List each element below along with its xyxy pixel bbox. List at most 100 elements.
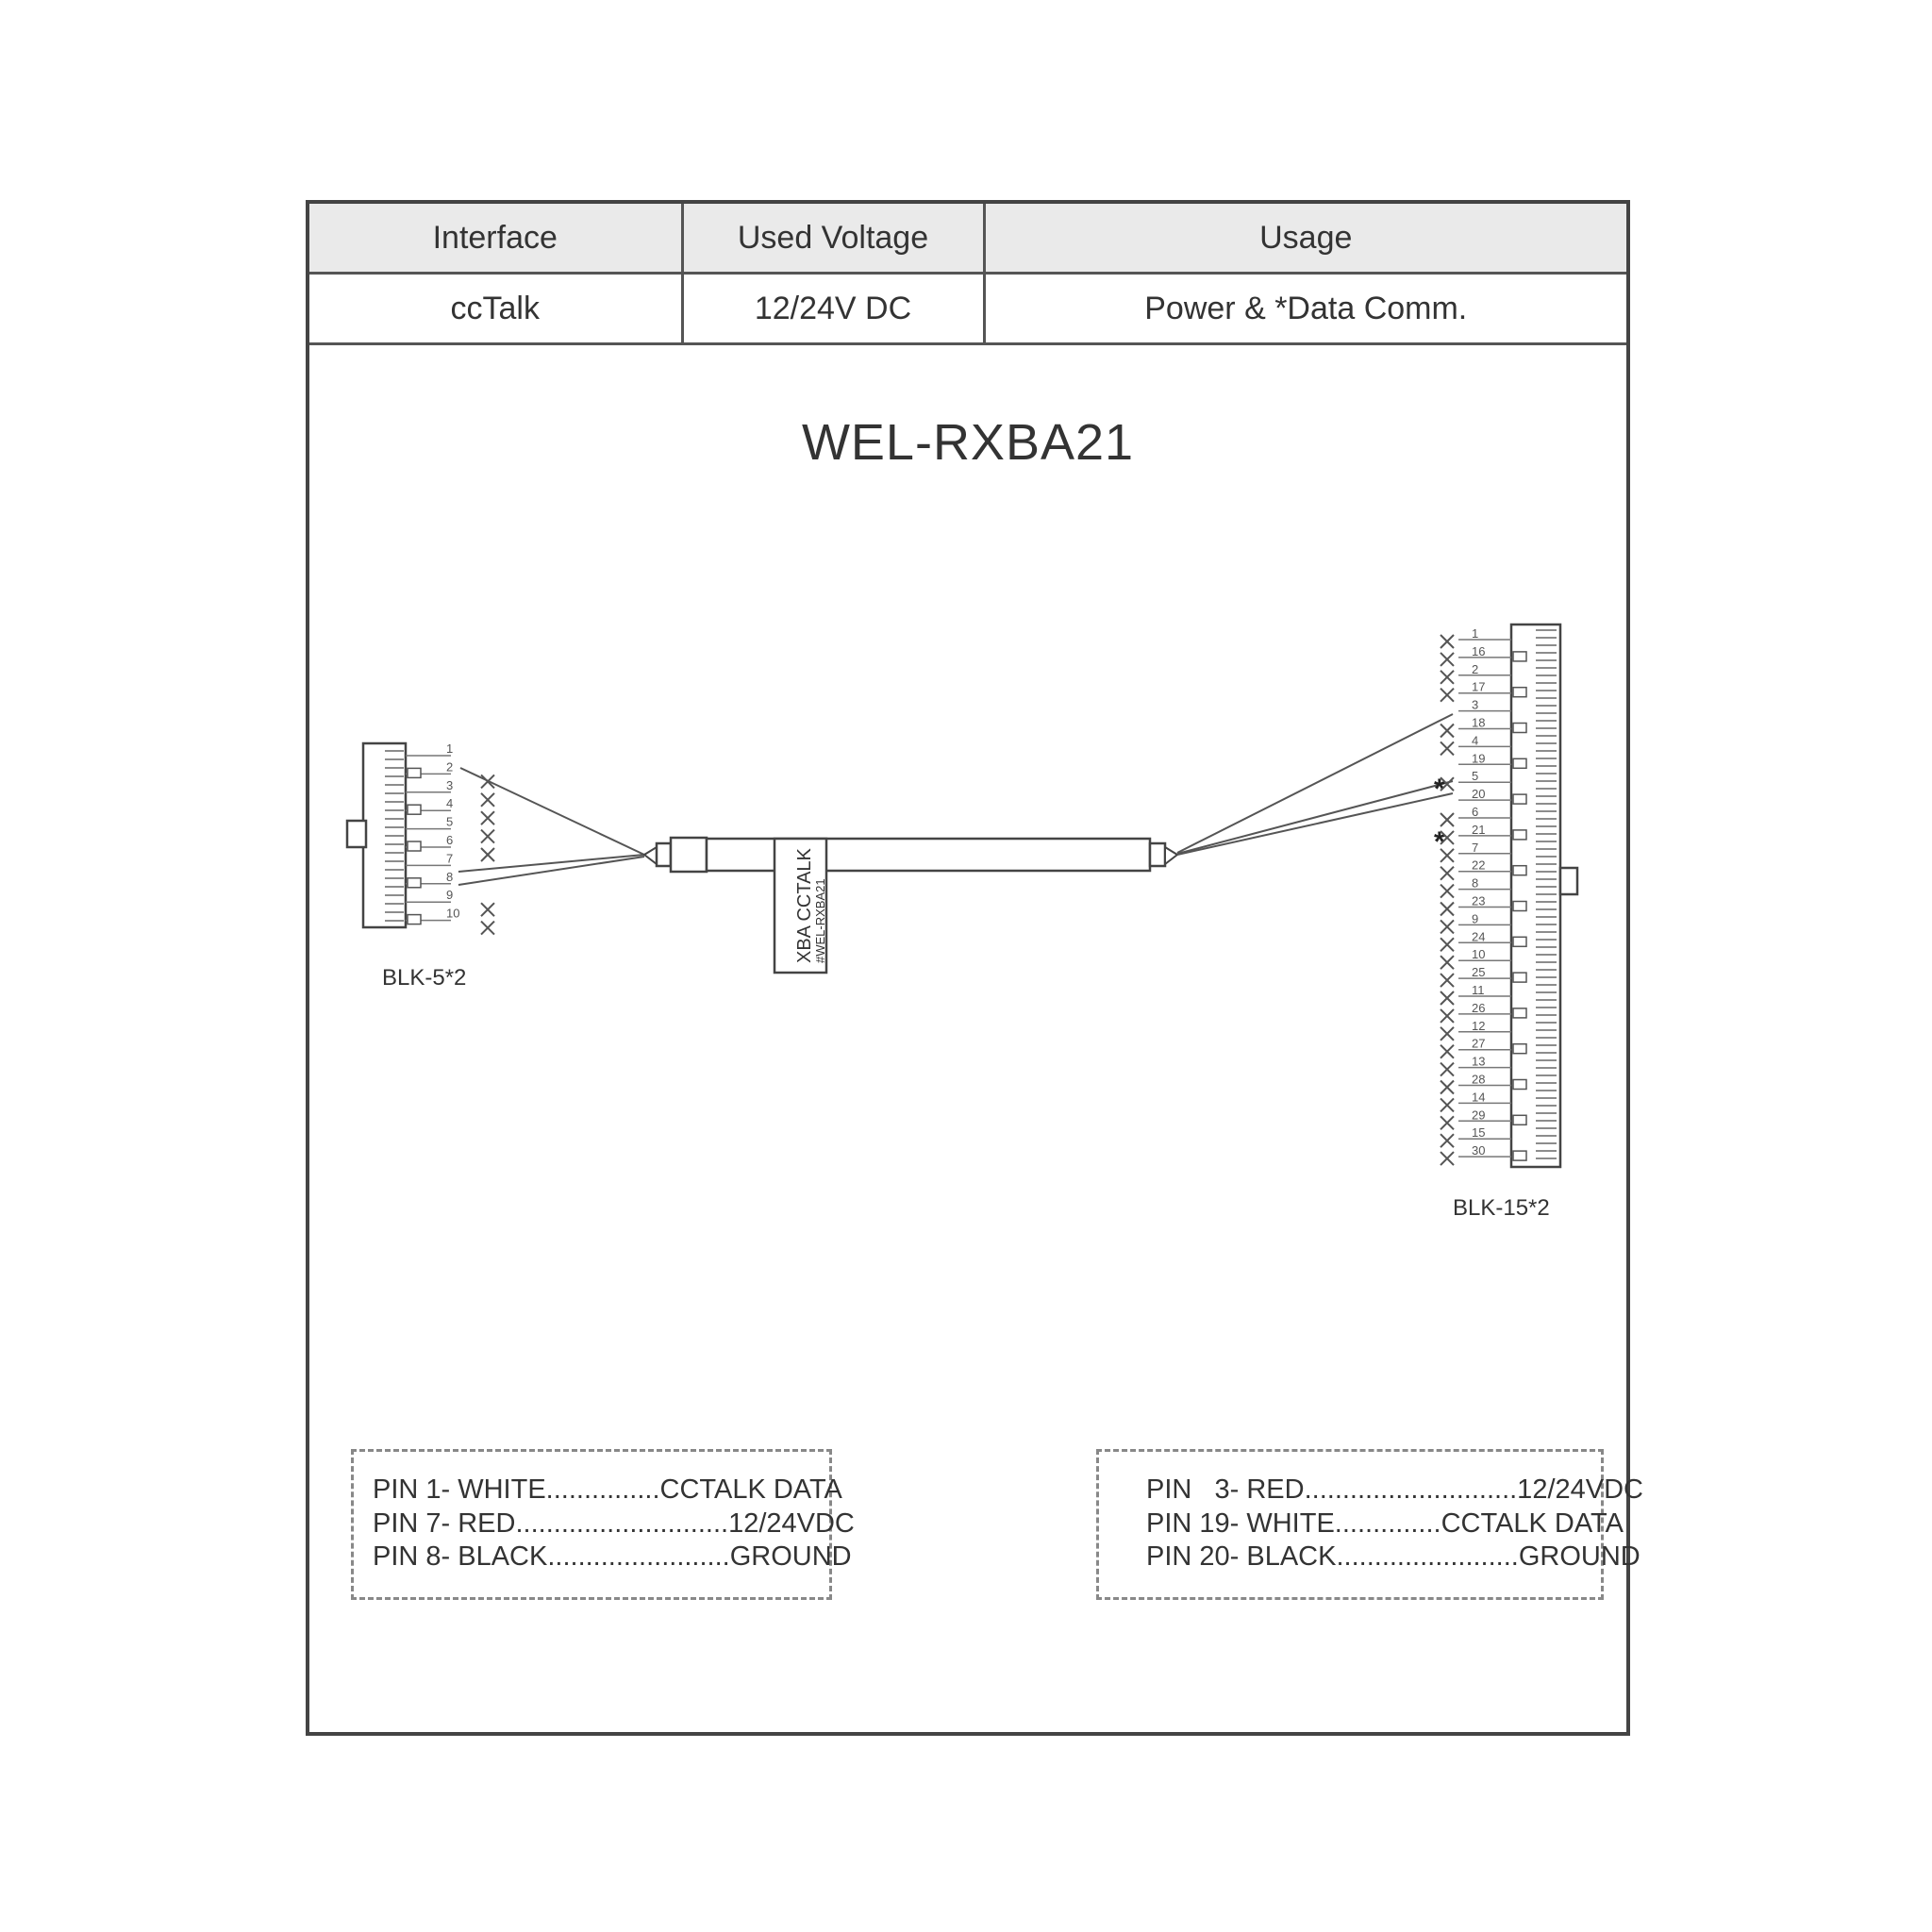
left-pin-unused-mark <box>480 902 495 917</box>
right-pin-number: 18 <box>1472 716 1485 730</box>
right-pin-number: 17 <box>1472 680 1485 694</box>
right-legend-line-3: PIN 20- BLACK........................GRO… <box>1146 1541 1641 1572</box>
header-used-voltage: Used Voltage <box>680 204 986 275</box>
right-pin-unused-mark <box>1440 1079 1455 1095</box>
left-connector-label: BLK-5*2 <box>382 965 466 991</box>
right-pin-number: 13 <box>1472 1055 1485 1069</box>
left-wires <box>458 767 645 886</box>
cable-right-sleeve <box>1148 841 1167 868</box>
right-pin-unused-mark <box>1440 1133 1455 1148</box>
left-legend-line-3: PIN 8- BLACK........................GROU… <box>373 1541 852 1572</box>
diagram-title: WEL-RXBA21 <box>801 414 1135 471</box>
right-pin-number: 3 <box>1472 698 1478 712</box>
right-pin-number: 22 <box>1472 858 1485 873</box>
right-pin-terminal <box>1512 1078 1527 1091</box>
right-pin-unused-mark <box>1440 634 1455 649</box>
left-pin-number: 4 <box>446 796 453 810</box>
left-pin-number: 2 <box>446 759 453 774</box>
left-pin-number: 3 <box>446 778 453 792</box>
right-pin-number: 28 <box>1472 1073 1485 1087</box>
right-pin-unused-mark <box>1440 883 1455 899</box>
right-pin-number: 1 <box>1472 626 1478 641</box>
right-pin-number: 20 <box>1472 787 1485 801</box>
right-pin-number: 6 <box>1472 805 1478 819</box>
right-pin-unused-mark <box>1440 687 1455 703</box>
right-pin-number: 21 <box>1472 823 1485 837</box>
cable: XBA CCTALK #WEL-RXBA21 <box>642 836 1179 974</box>
right-pin-unused-mark <box>1440 973 1455 988</box>
right-pin-number: 19 <box>1472 751 1485 765</box>
right-pin-number: 29 <box>1472 1108 1485 1122</box>
right-wire-3 <box>1176 713 1454 854</box>
right-connector-latch <box>1558 866 1579 896</box>
spec-table: Interface Used Voltage Usage ccTalk 12/2… <box>309 204 1626 345</box>
right-pin-number: 24 <box>1472 929 1485 943</box>
spec-header-row: Interface Used Voltage Usage <box>309 204 1626 275</box>
right-pin-unused-mark <box>1440 1151 1455 1166</box>
left-legend-line-1: PIN 1- WHITE...............CCTALK DATA <box>373 1474 842 1505</box>
right-pin-number: 7 <box>1472 841 1478 855</box>
right-pin-terminal <box>1512 1114 1527 1126</box>
value-interface: ccTalk <box>309 272 684 345</box>
right-pin-number: 8 <box>1472 876 1478 891</box>
cable-tag-line2: #WEL-RXBA21 <box>813 878 827 963</box>
left-pin-number: 10 <box>446 907 459 921</box>
right-pin-unused-mark <box>1440 1026 1455 1041</box>
right-pin-unused-mark <box>1440 937 1455 953</box>
right-pin-unused-mark <box>1440 1008 1455 1024</box>
left-pin-terminal <box>407 841 422 852</box>
left-pin-unused-mark <box>480 828 495 844</box>
right-pin-terminal <box>1512 686 1527 698</box>
right-pin-number: 30 <box>1472 1143 1485 1158</box>
right-pin-unused-mark <box>1440 991 1455 1006</box>
right-connector-ribs <box>1536 629 1557 1159</box>
right-pin-terminal <box>1512 829 1527 841</box>
right-pin-number: 14 <box>1472 1090 1485 1104</box>
left-pin-terminal <box>407 804 422 815</box>
right-pin-terminal <box>1512 936 1527 948</box>
cable-left-end <box>642 845 658 867</box>
right-pin-unused-mark <box>1440 848 1455 863</box>
left-pin-unused-mark <box>480 920 495 936</box>
right-connector: 1162173184195206217228239241025112612271… <box>1440 623 1579 1221</box>
diagram-frame: Interface Used Voltage Usage ccTalk 12/2… <box>306 200 1643 1736</box>
left-wire-8 <box>458 856 645 886</box>
right-pin-terminal <box>1512 651 1527 662</box>
left-pin-terminal <box>407 913 422 925</box>
cable-body <box>705 837 1152 873</box>
right-pin-number: 25 <box>1472 965 1485 979</box>
right-pin-unused-mark <box>1440 1115 1455 1131</box>
left-pin-number: 9 <box>446 888 453 902</box>
left-pin-number: 7 <box>446 851 453 865</box>
right-pin-unused-mark <box>1440 919 1455 935</box>
right-pin-number: 5 <box>1472 769 1478 783</box>
right-pin-unused-mark <box>1440 652 1455 667</box>
left-pin-number: 6 <box>446 833 453 847</box>
right-pin-unused-mark <box>1440 901 1455 917</box>
right-pin-number: 10 <box>1472 947 1485 961</box>
right-legend-line-2: PIN 19- WHITE..............CCTALK DATA <box>1146 1508 1624 1539</box>
value-used-voltage: 12/24V DC <box>680 272 986 345</box>
right-connector-pins: 1162173184195206217228239241025112612271… <box>1440 626 1527 1166</box>
left-legend-line-2: PIN 7- RED............................12… <box>373 1508 855 1539</box>
right-pin-legend: PIN 3- RED............................12… <box>1096 1449 1643 1600</box>
right-pin-terminal <box>1512 864 1527 876</box>
cable-tag-line1: XBA CCTALK <box>794 847 815 963</box>
left-wire-1 <box>459 767 645 856</box>
right-pin-unused-mark <box>1440 1061 1455 1077</box>
asterisk-pin-19: * <box>1434 774 1445 805</box>
left-pin-terminal <box>407 877 422 889</box>
left-pin-unused-mark <box>480 792 495 808</box>
cable-right-end <box>1164 845 1179 867</box>
left-connector-latch <box>345 819 368 849</box>
header-usage: Usage <box>982 204 1626 275</box>
right-pin-number: 16 <box>1472 644 1485 658</box>
left-pin-number: 5 <box>446 815 453 829</box>
cable-left-boot <box>669 836 708 874</box>
right-pin-unused-mark <box>1440 670 1455 685</box>
right-pin-number: 23 <box>1472 894 1485 908</box>
right-wires <box>1176 713 1454 856</box>
